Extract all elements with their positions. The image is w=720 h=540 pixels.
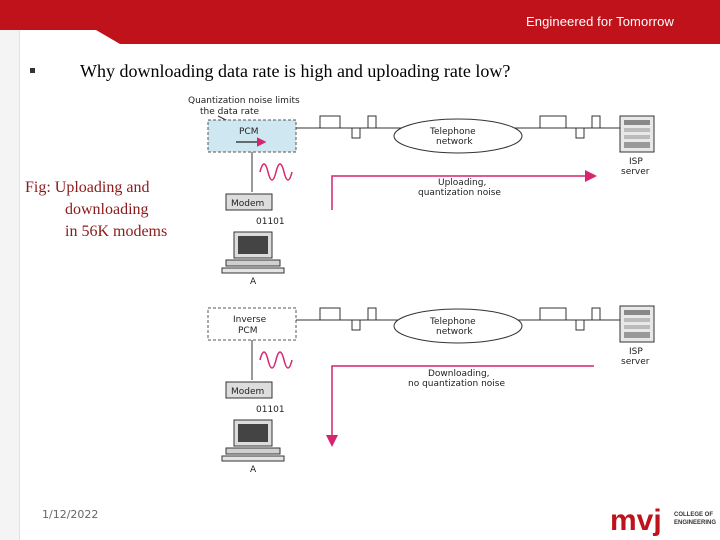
title-bullet (30, 68, 35, 73)
caption-line-1: Fig: Uploading and (25, 177, 167, 199)
upload-digital-signal-left (320, 116, 376, 138)
isp-server-download-icon (620, 306, 654, 342)
caption-line-3: in 56K modems (25, 221, 167, 243)
bits-label-upload: 01101 (256, 217, 285, 227)
isp-server-download-line-1: ISP (629, 347, 643, 357)
inverse-pcm-line-1: Inverse (233, 315, 267, 325)
isp-server-download-line-2: server (621, 357, 650, 367)
download-direction-line-2: no quantization noise (408, 379, 505, 389)
caption-line-2: downloading (25, 199, 167, 221)
bits-label-download: 01101 (256, 405, 285, 415)
modem-label-upload: Modem (231, 199, 264, 209)
telephone-network-download-line-2: network (436, 327, 473, 337)
analog-wave-download (260, 352, 292, 368)
modem-diagram: Quantization noise limits the data rate … (180, 90, 680, 480)
isp-server-upload-icon (620, 116, 654, 152)
isp-server-upload-line-2: server (621, 167, 650, 177)
pcm-label: PCM (239, 127, 258, 137)
noise-label-line-2: the data rate (200, 107, 260, 117)
noise-label-line-1: Quantization noise limits (188, 96, 300, 106)
logo-brand-text: mvj (610, 504, 662, 537)
telephone-network-upload-line-2: network (436, 137, 473, 147)
download-section: Inverse PCM Telephone network ISP server… (208, 306, 654, 475)
inverse-pcm-line-2: PCM (238, 326, 257, 336)
upload-direction-line-1: Uploading, (438, 178, 486, 188)
logo-line-1: COLLEGE OF (674, 512, 713, 518)
mvj-logo: mvj COLLEGE OF ENGINEERING (608, 500, 718, 538)
logo-line-2: ENGINEERING (674, 520, 716, 526)
modem-label-download: Modem (231, 387, 264, 397)
download-direction-line-1: Downloading, (428, 369, 490, 379)
computer-a-upload-icon (222, 232, 284, 273)
telephone-network-upload-line-1: Telephone (429, 127, 476, 137)
isp-server-upload-line-1: ISP (629, 157, 643, 167)
download-digital-signal-right (540, 308, 600, 330)
computer-a-download-icon (222, 420, 284, 461)
upload-digital-signal-right (540, 116, 600, 138)
header-tagline: Engineered for Tomorrow (526, 14, 674, 29)
analog-wave-upload (260, 164, 292, 180)
upload-section: Quantization noise limits the data rate … (188, 96, 654, 287)
slide-date: 1/12/2022 (42, 508, 98, 521)
slide-title: Why downloading data rate is high and up… (80, 61, 510, 82)
host-a-download: A (250, 465, 257, 475)
host-a-upload: A (250, 277, 257, 287)
upload-direction-line-2: quantization noise (418, 188, 501, 198)
download-digital-signal-left (320, 308, 376, 330)
telephone-network-download-line-1: Telephone (429, 317, 476, 327)
figure-caption: Fig: Uploading and downloading in 56K mo… (25, 177, 167, 243)
left-margin-strip (0, 0, 20, 540)
